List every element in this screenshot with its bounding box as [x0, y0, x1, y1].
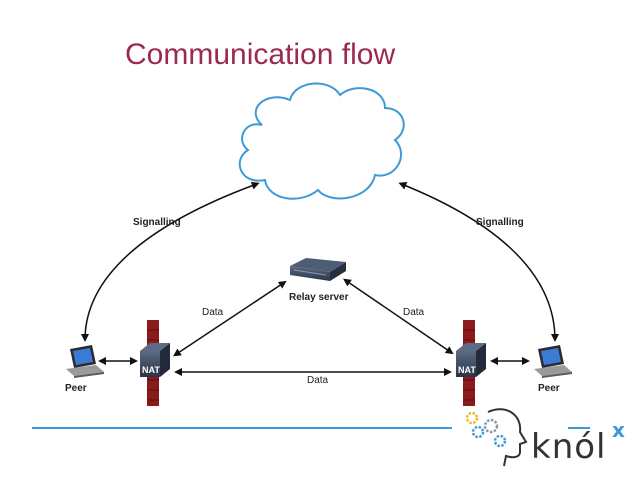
nat-right-icon	[456, 343, 486, 377]
cloud-icon	[238, 82, 405, 200]
footer-divider-right	[568, 427, 590, 429]
peer-label-right: Peer	[538, 383, 560, 394]
laptop-right-icon	[534, 345, 572, 378]
peer-label-left: Peer	[65, 383, 87, 394]
data-arrow-left	[173, 280, 287, 357]
nat-left-icon	[140, 343, 170, 377]
relay-server-label: Relay server	[289, 292, 349, 303]
footer-divider-left	[32, 427, 452, 429]
knolx-logo-icon	[465, 408, 528, 467]
nat-label-left: NAT	[142, 365, 160, 375]
brand-name: knól	[531, 427, 607, 467]
data-label-right: Data	[403, 307, 425, 318]
signalling-arrow-right	[398, 182, 559, 342]
brand-superscript: x	[612, 418, 625, 442]
data-label-bottom: Data	[307, 375, 329, 386]
data-label-left: Data	[202, 307, 224, 318]
nat-label-right: NAT	[458, 365, 476, 375]
signalling-arrow-left	[81, 181, 260, 342]
laptop-left-icon	[66, 345, 104, 378]
signalling-label-left: Signalling	[133, 217, 181, 228]
signalling-label-right: Signalling	[476, 217, 524, 228]
relay-server-icon	[290, 258, 346, 281]
slide-title: Communication flow	[125, 38, 396, 71]
data-arrow-right	[343, 278, 454, 355]
